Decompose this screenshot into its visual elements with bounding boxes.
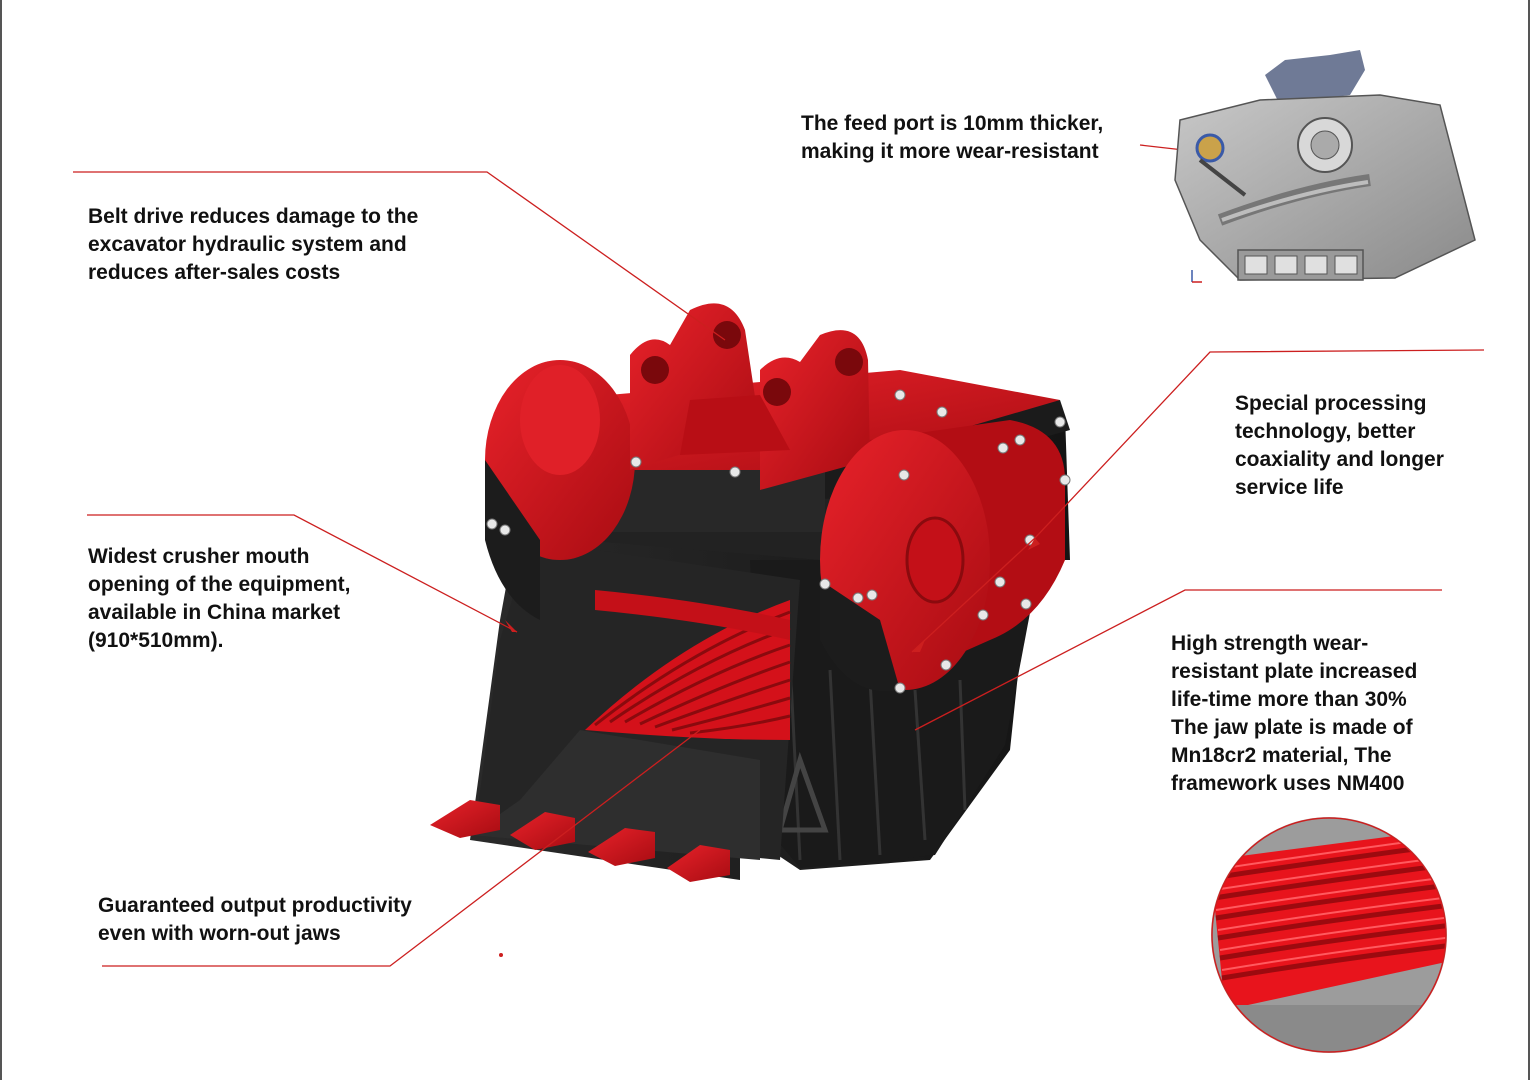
callout-special-processing: Special processing technology, better co… — [1235, 392, 1444, 499]
callout-feed-port: The feed port is 10mm thicker, making it… — [801, 112, 1104, 163]
callout-crusher-mouth: Widest crusher mouth opening of the equi… — [88, 545, 351, 652]
callout-belt-drive: Belt drive reduces damage to the excavat… — [88, 205, 419, 284]
jaw-plate-ribs — [585, 590, 791, 740]
callout-plate: High strength wear- resistant plate incr… — [1171, 632, 1418, 795]
callout-output: Guaranteed output productivity even with… — [98, 894, 412, 945]
leader-lines — [73, 144, 1485, 967]
jaw-plate-photo — [1211, 817, 1447, 1053]
red-dot — [499, 953, 503, 957]
bolts — [486, 389, 1071, 694]
leader-arrow-special — [911, 537, 1036, 653]
bucket-teeth — [430, 800, 730, 882]
frame-right-edge — [1528, 0, 1530, 1080]
cross-section-drawing — [1174, 50, 1476, 283]
right-drum — [820, 420, 1065, 692]
mounting-brackets — [630, 303, 870, 490]
left-drum — [485, 360, 635, 620]
frame-left-edge — [0, 0, 2, 1080]
